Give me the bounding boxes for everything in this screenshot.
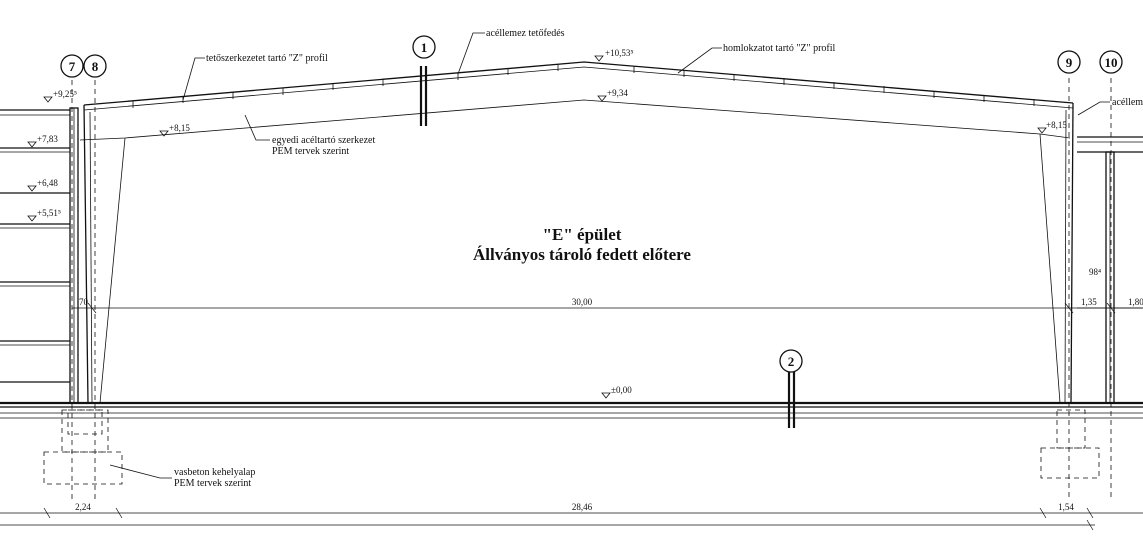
axis-bubble-9: 9 [1057,50,1081,74]
svg-text:10: 10 [1105,55,1118,70]
level-648: +6,48 [37,178,58,188]
left-adjacent-structure [0,107,79,404]
note-right-cut: acéllem [1112,97,1143,108]
dim-224: 2,24 [75,502,91,512]
level-783: +7,83 [37,134,58,144]
dim-135: 1,35 [1081,297,1097,307]
note-steel-structure-1: egyedi acéltartó szerkezet [272,135,375,146]
level-000: ±0,00 [611,385,632,395]
svg-text:7: 7 [69,59,76,74]
dim-154: 1,54 [1058,502,1074,512]
note-facade-z-profile: homlokzatot tartó "Z" profil [723,43,836,54]
dim-180: 1,80 [1128,297,1143,307]
floor-slab [0,401,1143,419]
note-foundation-2: PEM tervek szerint [174,478,251,489]
right-adjacent-structure [1077,136,1143,404]
svg-text:1: 1 [421,40,428,55]
level-551: +5,51⁵ [37,208,61,218]
dim-3000: 30,00 [572,297,593,307]
svg-text:9: 9 [1066,55,1073,70]
axis-bubble-1: 1 [412,35,436,59]
axis-bubble-7: 7 [60,54,84,78]
leader-lines [109,32,1110,479]
level-934: +9,34 [607,88,628,98]
level-1053: +10,53⁵ [605,48,633,58]
steel-frame [79,61,1074,404]
note-roof-z-profile: tetőszerkezetet tartó "Z" profil [206,53,328,64]
dim-2846: 28,46 [572,502,593,512]
span-dimension [72,302,1143,314]
svg-text:2: 2 [788,354,795,369]
axis-bubble-10: 10 [1099,50,1123,74]
dim-98: 98⁴ [1089,267,1101,277]
bottom-dimensions [0,507,1143,531]
section-cut-1 [419,66,428,126]
axis-bubble-2: 2 [779,349,803,373]
level-925: +9,25⁵ [53,89,77,99]
axis-bubble-8: 8 [83,54,107,78]
level-815-right: +8,15 [1046,120,1067,130]
svg-text:8: 8 [92,59,99,74]
note-roof-cladding: acéllemez tetőfedés [486,28,565,39]
axis-lines [71,78,1112,500]
level-815-left: +8,15 [169,123,190,133]
drawing-title-line2: Állványos tároló fedett előtere [473,245,691,264]
note-steel-structure-2: PEM tervek szerint [272,146,349,157]
note-foundation-1: vasbeton kehelyalap [174,467,255,478]
dim-70: 70 [79,297,89,307]
drawing-title-line1: "E" épület [543,225,622,244]
level-markers [27,55,1047,399]
roof-purlins [132,64,1035,108]
section-cut-2 [787,372,796,428]
